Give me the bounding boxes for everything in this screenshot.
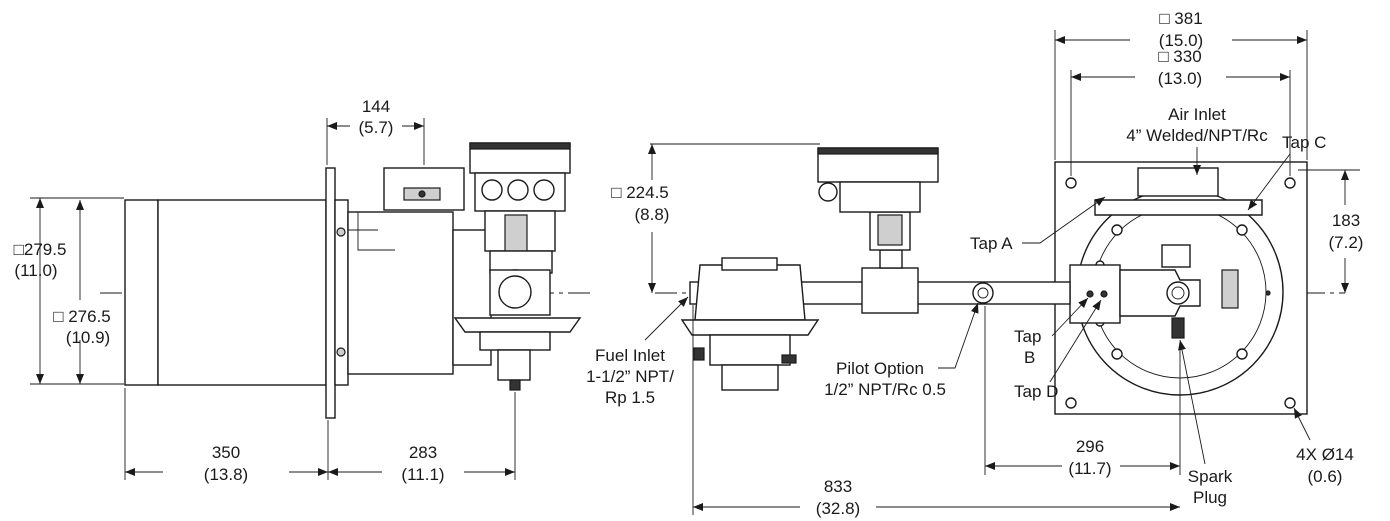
air-inlet bbox=[1137, 167, 1219, 197]
fuel-inlet-spec-2: Rp 1.5 bbox=[605, 388, 655, 407]
dim-276-5: □ 276.5 bbox=[53, 307, 111, 326]
dim-283-inch: (11.1) bbox=[401, 465, 444, 484]
dim-279-5-inch: (11.0) bbox=[14, 261, 57, 280]
dim-183-inch: (7.2) bbox=[1329, 233, 1364, 252]
dim-296-inch: (11.7) bbox=[1068, 459, 1111, 478]
pilot-option-label: Pilot Option bbox=[836, 359, 924, 378]
dim-224-5-inch: (8.8) bbox=[635, 205, 670, 224]
pilot-port bbox=[972, 282, 994, 304]
dim-224-5: □ 224.5 bbox=[611, 183, 669, 202]
spark-plug-label-2: Plug bbox=[1193, 488, 1227, 507]
air-inlet-spec: 4” Welded/NPT/Rc bbox=[1126, 126, 1268, 145]
dim-330-inch: (13.0) bbox=[1158, 69, 1202, 88]
dim-381: □ 381 bbox=[1159, 9, 1202, 28]
fuel-inlet-spec: 1-1/2” NPT/ bbox=[586, 367, 674, 386]
tap-a-label: Tap A bbox=[970, 234, 1013, 253]
dim-833-inch: (32.8) bbox=[816, 499, 860, 518]
pilot-option-spec: 1/2” NPT/Rc 0.5 bbox=[824, 380, 946, 399]
front-view-dimensions: □ 381 (15.0) □ 330 (13.0) 183 (7.2) □ 22… bbox=[611, 9, 1363, 518]
dim-350: 350 bbox=[212, 443, 240, 462]
tube-flange-lip bbox=[124, 199, 159, 386]
tap-d-label: Tap D bbox=[1014, 382, 1058, 401]
holes-label: 4X Ø14 bbox=[1296, 445, 1354, 464]
dim-283: 283 bbox=[409, 443, 437, 462]
callouts: Air Inlet 4” Welded/NPT/Rc Tap A Tap C T… bbox=[586, 105, 1354, 507]
holes-label-inch: (0.6) bbox=[1308, 467, 1343, 486]
gas-regulator bbox=[694, 264, 806, 321]
front-view bbox=[655, 147, 1345, 415]
side-view bbox=[100, 142, 590, 419]
dim-144: 144 bbox=[362, 97, 390, 116]
dim-330: □ 330 bbox=[1158, 47, 1201, 66]
shutoff-valve bbox=[861, 267, 919, 314]
side-view-dimensions: 144 (5.7) □279.5 (11.0) □ 276.5 (10.9) 3… bbox=[14, 97, 516, 484]
tap-b-label-2: B bbox=[1024, 348, 1035, 367]
regulator bbox=[453, 317, 582, 333]
air-inlet-label: Air Inlet bbox=[1168, 105, 1226, 124]
burner-tube bbox=[157, 199, 327, 386]
dim-296: 296 bbox=[1076, 437, 1104, 456]
dim-144-inch: (5.7) bbox=[359, 118, 394, 137]
dim-276-5-inch: (10.9) bbox=[66, 328, 110, 347]
dim-350-inch: (13.8) bbox=[204, 465, 248, 484]
burner-body bbox=[347, 211, 454, 375]
dim-183: 183 bbox=[1332, 211, 1360, 230]
spark-plug-label: Spark bbox=[1188, 467, 1233, 486]
tap-b-label: Tap bbox=[1014, 327, 1041, 346]
dim-279-5: □279.5 bbox=[14, 240, 67, 259]
tap-c-label: Tap C bbox=[1282, 133, 1326, 152]
mounting-flange bbox=[325, 167, 336, 419]
dim-381-inch: (15.0) bbox=[1159, 31, 1203, 50]
fuel-inlet-label: Fuel Inlet bbox=[595, 346, 665, 365]
dim-833: 833 bbox=[824, 477, 852, 496]
